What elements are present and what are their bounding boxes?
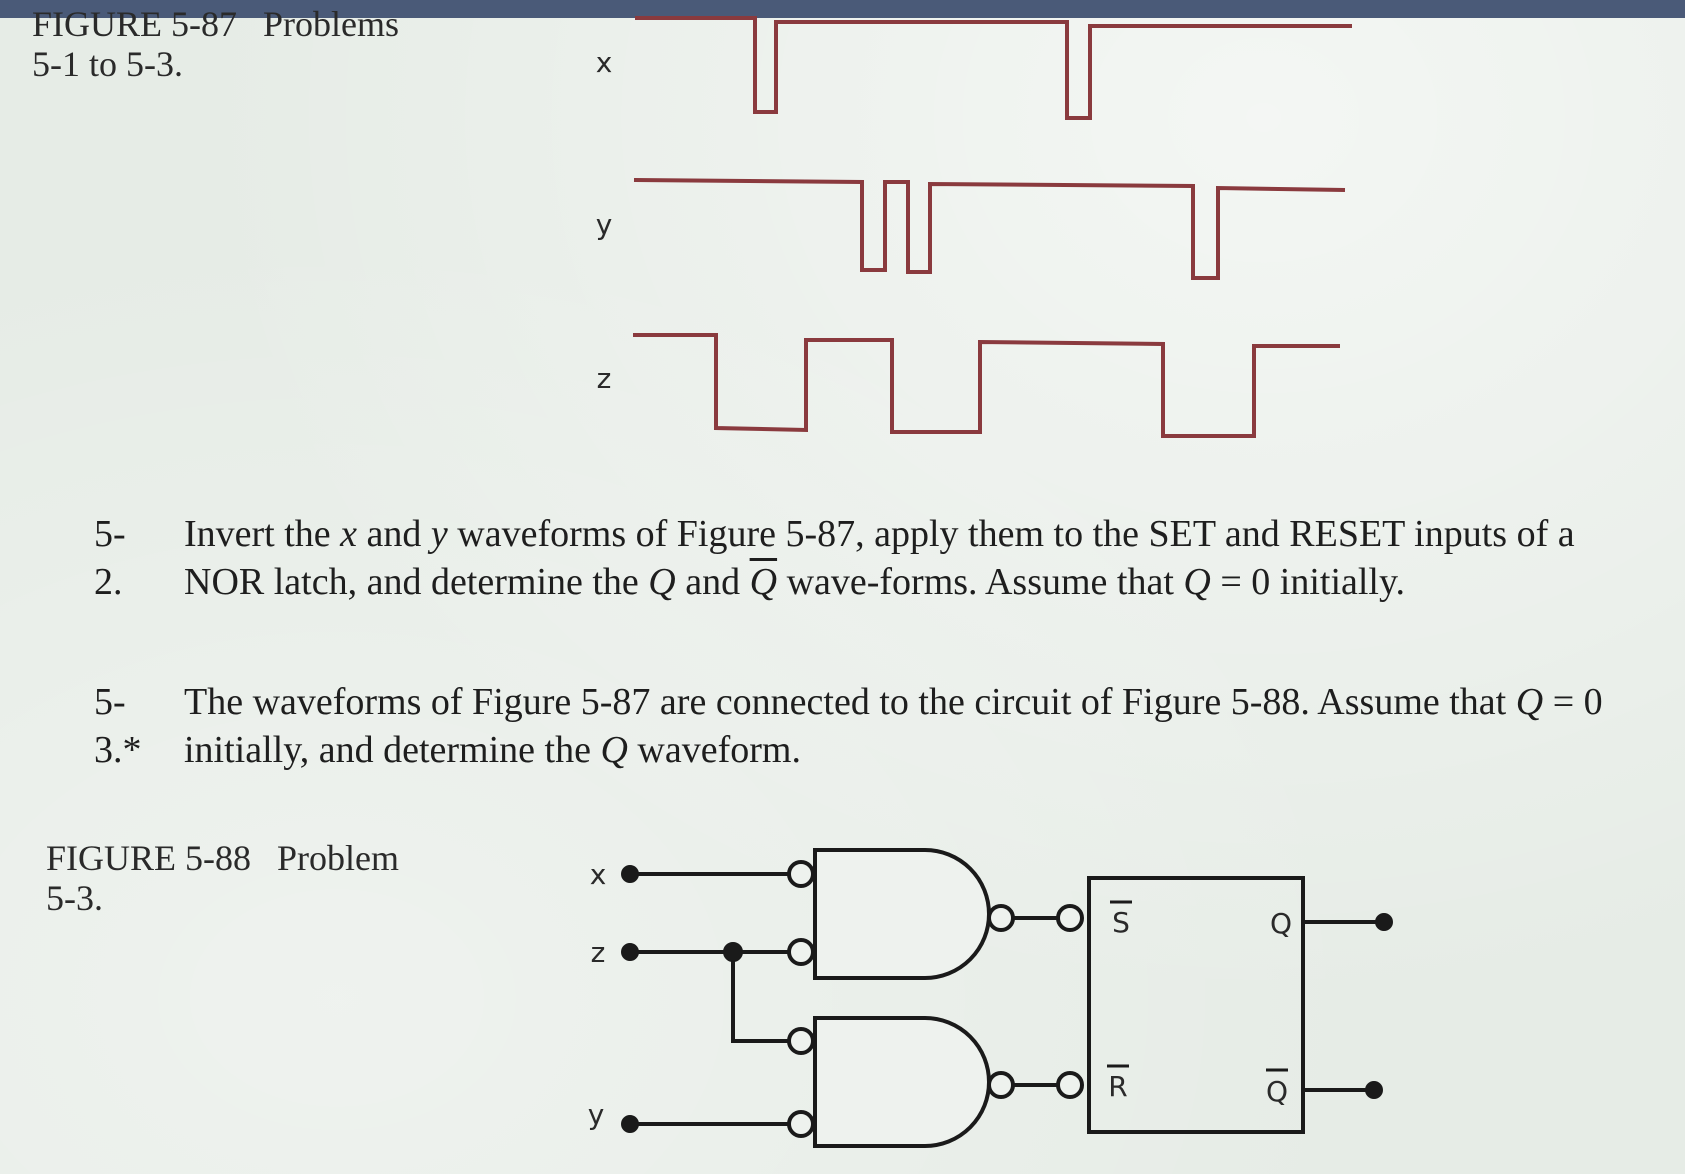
figure-88-caption: FIGURE 5-88 Problem 5-3.	[46, 838, 399, 918]
signal-label-y: y	[596, 208, 613, 241]
signal-label-x: x	[596, 46, 613, 79]
qbar-output-terminal	[1365, 1081, 1383, 1099]
sr-latch-box	[1087, 876, 1305, 1134]
p52-text-5: wave-forms. Assume that	[777, 561, 1184, 603]
latch-s-bubble	[1056, 904, 1084, 932]
figure-87-title: Problems	[263, 4, 400, 44]
gate2-input-bubble-y	[787, 1110, 815, 1138]
latch-label-qbar: Q	[1266, 1075, 1288, 1108]
latch-label-q: Q	[1270, 907, 1292, 940]
gate1-output-bubble	[987, 904, 1015, 932]
nand-gate-2	[813, 1016, 991, 1148]
waveform-z	[633, 333, 1340, 438]
nand-gate-1	[813, 848, 991, 980]
circuit-label-z: z	[591, 936, 606, 969]
q-output-terminal	[1375, 913, 1393, 931]
figure-88-number: FIGURE 5-88	[46, 838, 251, 878]
waveform-x	[635, 16, 1352, 120]
problem-5-3-number: 5-3.*	[94, 681, 142, 771]
circuit-label-y: y	[588, 1098, 605, 1131]
p52-text-1: Invert the	[184, 513, 341, 555]
p52-text-2: and	[357, 513, 431, 555]
latch-label-r: R	[1108, 1070, 1127, 1103]
figure-87-subtitle: 5-1 to 5-3.	[32, 44, 183, 84]
latch-r-bubble	[1056, 1071, 1084, 1099]
problem-5-2-text: Invert the x and y waveforms of Figure 5…	[184, 510, 1624, 606]
p52-text-6: = 0 initially.	[1210, 561, 1406, 603]
p53-var-q2: Q	[600, 729, 628, 771]
figure-87-caption: FIGURE 5-87 Problems 5-1 to 5-3.	[32, 4, 399, 84]
p53-var-q: Q	[1515, 681, 1544, 723]
figure-88-subtitle: 5-3.	[46, 878, 103, 918]
p53-text-1: The waveforms of Figure 5-87 are connect…	[184, 681, 1516, 723]
p52-var-qbar: Q	[749, 561, 778, 603]
p52-var-q: Q	[648, 561, 676, 603]
gate1-input-bubble-z	[787, 938, 815, 966]
waveform-y	[633, 178, 1346, 280]
gate2-output-bubble	[987, 1071, 1015, 1099]
z-branch-wire	[731, 952, 789, 1043]
circuit-label-x: x	[590, 858, 607, 891]
gate2-input-bubble-z	[787, 1027, 815, 1055]
p52-text-3: waveforms of Figure 5-87, apply them to …	[184, 513, 1575, 603]
p52-var-x: x	[340, 513, 358, 555]
problem-5-3-text: The waveforms of Figure 5-87 are connect…	[184, 678, 1624, 774]
problem-5-2-number: 5-2.	[94, 513, 126, 603]
gate1-input-bubble-x	[787, 860, 815, 888]
figure-87-number: FIGURE 5-87	[32, 4, 237, 44]
signal-label-z: z	[597, 362, 612, 395]
top-edge-bar	[0, 0, 1685, 18]
latch-label-s: S	[1112, 906, 1130, 939]
p52-var-y: y	[430, 513, 448, 555]
p53-text-3: waveform.	[627, 729, 801, 771]
p53-text-2: = 0 initially, and determine the	[184, 681, 1603, 771]
figure-88-title: Problem	[277, 838, 399, 878]
p52-text-4: and	[675, 561, 750, 603]
p52-var-q2: Q	[1183, 561, 1211, 603]
